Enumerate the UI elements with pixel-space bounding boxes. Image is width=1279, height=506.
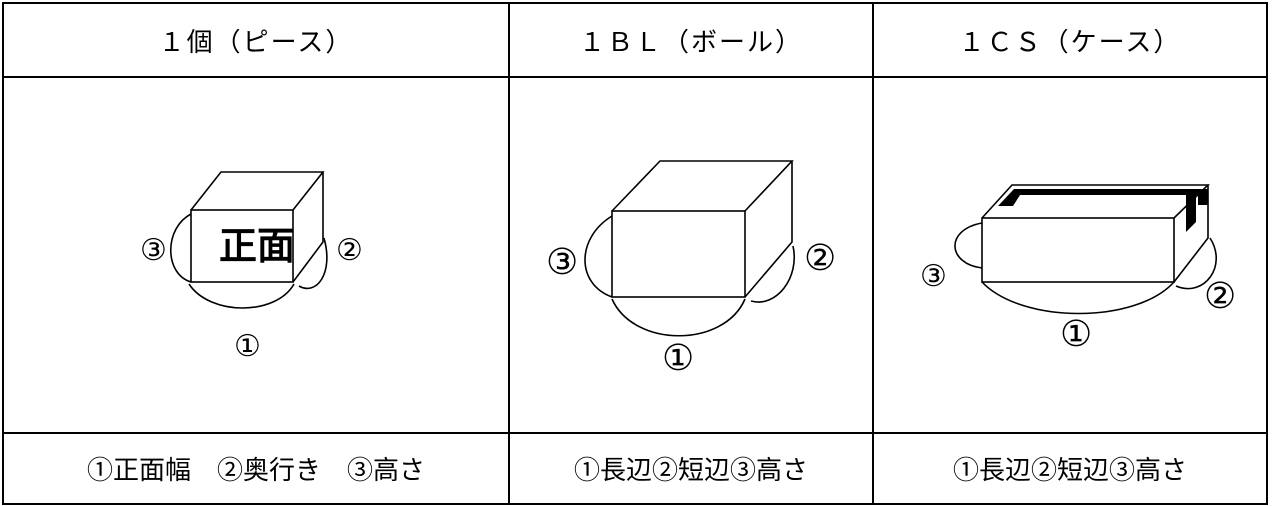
case-tape-side <box>1186 193 1196 232</box>
case-diagram: ③ ② ① <box>874 78 1266 432</box>
ball-front-face <box>611 210 746 298</box>
footer-piece: ①正面幅 ②奥行き ③高さ <box>86 456 425 486</box>
piece-marker-height: ③ <box>140 233 167 268</box>
case-tape-top <box>998 189 1208 206</box>
ball-width-arc <box>750 245 795 303</box>
table-border-top <box>2 2 1268 4</box>
piece-box-drawing: 正面 ③ ② ① <box>140 171 363 364</box>
case-height-arc <box>954 222 983 269</box>
case-marker-height: ③ <box>920 259 947 294</box>
header-case: １ＣＳ（ケース） <box>958 27 1182 58</box>
ball-length-arc <box>611 298 746 337</box>
piece-height-arc <box>170 213 192 283</box>
ball-height-arc <box>584 215 613 298</box>
piece-top-face <box>190 171 325 211</box>
ball-marker-width: ② <box>804 238 836 279</box>
piece-diagram: 正面 ③ ② ① <box>4 78 508 432</box>
piece-depth-arc <box>298 237 328 290</box>
ball-marker-length: ① <box>662 338 694 379</box>
footer-divider <box>2 432 1268 434</box>
piece-marker-depth: ② <box>336 233 363 268</box>
piece-width-arc <box>188 283 295 309</box>
piece-marker-width: ① <box>234 329 261 364</box>
case-marker-width: ② <box>1204 276 1236 317</box>
header-piece: １個（ピース） <box>158 27 354 58</box>
ball-diagram: ③ ② ① <box>510 78 872 432</box>
case-front-face <box>981 217 1175 283</box>
case-marker-length: ① <box>1060 314 1092 355</box>
table-border-bottom <box>2 503 1268 505</box>
case-length-arc <box>981 281 1175 315</box>
column-divider-1 <box>508 2 510 505</box>
piece-front-label: 正面 <box>219 224 295 268</box>
piece-front-face <box>190 209 294 283</box>
table-border-left <box>2 2 4 505</box>
table-border-right <box>1266 2 1268 505</box>
ball-side-face <box>744 161 793 298</box>
footer-ball: ①長辺②短辺③高さ <box>573 456 808 486</box>
header-ball: １ＢＬ（ボール） <box>578 27 803 58</box>
ball-top-face <box>611 160 794 212</box>
ball-marker-height: ③ <box>546 242 578 283</box>
column-divider-2 <box>872 2 874 505</box>
footer-case: ①長辺②短辺③高さ <box>952 456 1187 486</box>
piece-side-face <box>292 172 324 283</box>
case-width-arc <box>1175 237 1217 290</box>
case-box-drawing: ③ ② ① <box>920 184 1236 355</box>
ball-box-drawing: ③ ② ① <box>546 160 836 379</box>
header-divider <box>2 76 1268 78</box>
